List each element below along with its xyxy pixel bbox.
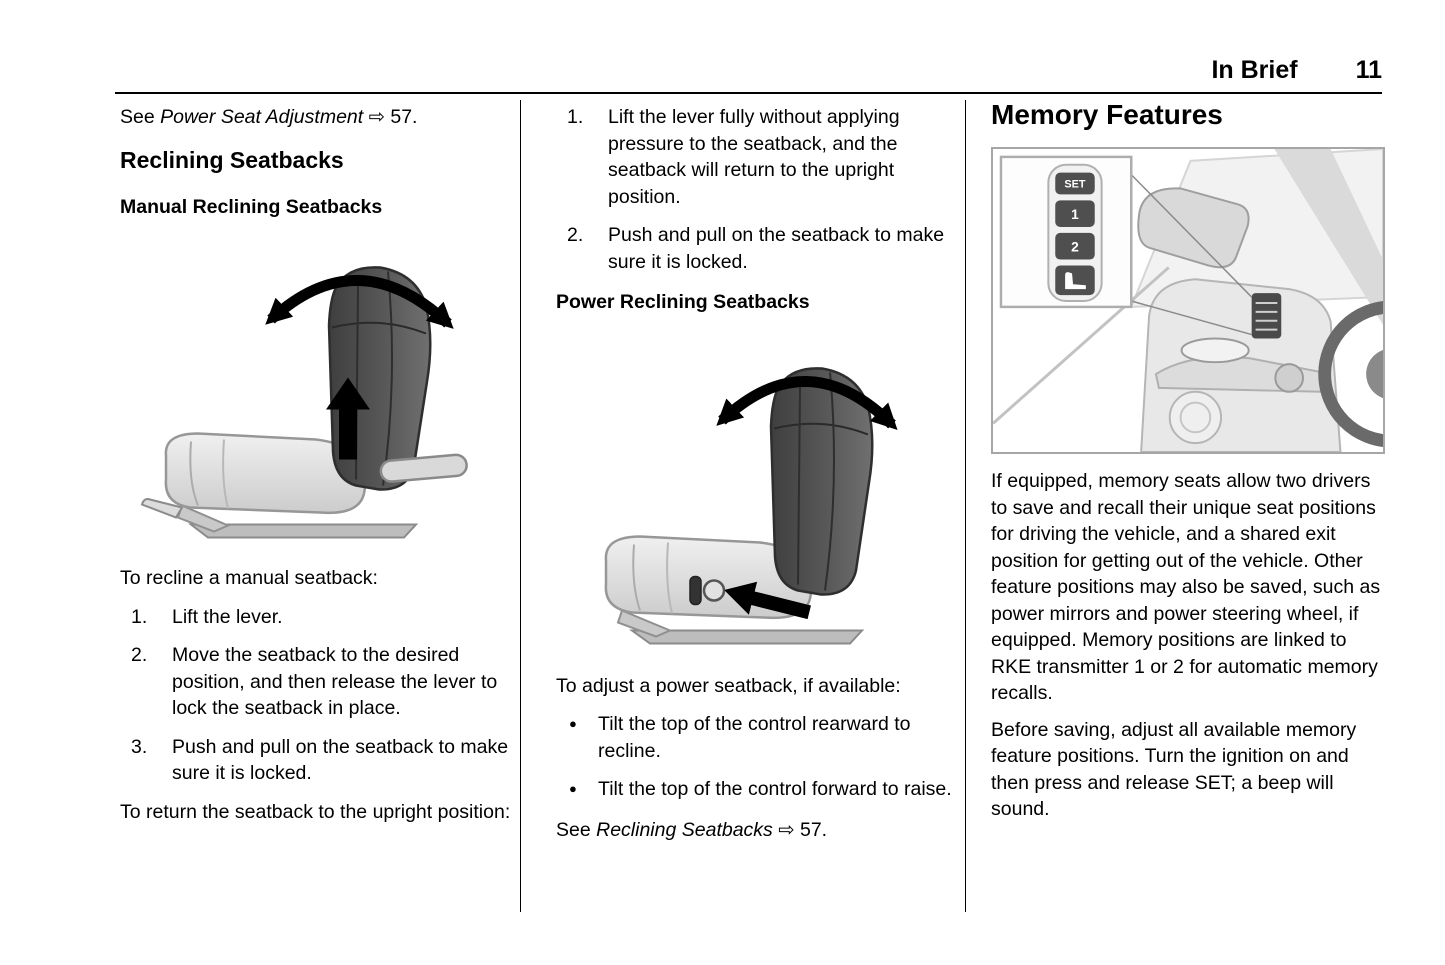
manual-recline-outro: To return the seatback to the upright po… <box>120 800 511 823</box>
seat-rail <box>628 629 865 645</box>
step-number: 3. <box>131 735 148 758</box>
memory-paragraph-2: Before saving, adjust all available memo… <box>991 718 1357 821</box>
subheading-power-reclining: Power Reclining Seatbacks <box>556 291 810 313</box>
seat-rail <box>188 523 419 538</box>
door-speaker <box>1168 390 1223 445</box>
step-number: 2. <box>567 224 584 246</box>
header-rule <box>115 92 1382 94</box>
manual-recline-intro: To recline a manual seatback: <box>120 567 378 589</box>
door-pull-cup <box>1274 363 1304 393</box>
lift-lever-arrow-icon <box>326 377 370 459</box>
step-item: 1. Lift the lever. <box>120 604 512 631</box>
power-seat-illustration <box>556 323 954 661</box>
memory-2-button <box>1055 232 1095 260</box>
ref-prefix: See <box>120 106 161 128</box>
cushion-seam <box>666 542 673 614</box>
power-seat-knob <box>702 579 726 602</box>
column-power-reclining: 1. Lift the lever fully without applying… <box>556 104 954 858</box>
column-manual-reclining: See Power Seat Adjustment ⇨ 57. Reclinin… <box>120 104 512 825</box>
manual-seat-diagram <box>140 265 468 538</box>
power-seat-control <box>689 575 702 606</box>
cushion-seam <box>222 438 229 509</box>
column-memory-features: Memory Features <box>991 99 1385 833</box>
step-text: Lift the lever fully without applying pr… <box>608 106 900 208</box>
bullet-item: Tilt the top of the control rearward to … <box>556 711 954 764</box>
memory-buttons-diagram: SET 1 2 <box>993 149 1383 452</box>
door-speaker-inner <box>1179 401 1212 434</box>
column-divider-left <box>520 100 521 912</box>
memory-buttons-illustration: SET 1 2 <box>991 147 1385 454</box>
steering-wheel-hub <box>1366 349 1383 399</box>
step-item: 3. Push and pull on the seatback to make… <box>120 734 512 787</box>
door-handle <box>1180 337 1250 364</box>
step-item: 2. Move the seatback to the desired posi… <box>120 642 512 722</box>
memory-1-button <box>1055 200 1095 227</box>
memory-paragraph-1: If equipped, memory seats allow two driv… <box>991 470 1381 704</box>
control-pointer-arrow-icon <box>724 581 811 620</box>
cushion-seam <box>632 544 641 611</box>
recline-motion-arrow-icon <box>265 274 454 329</box>
callout-line <box>1130 174 1253 298</box>
steering-wheel <box>1318 301 1383 448</box>
memory-2-button-label: 2 <box>1071 239 1079 255</box>
heading-memory-features: Memory Features <box>991 99 1223 130</box>
exit-position-button <box>1055 265 1095 296</box>
step-text: Push and pull on the seatback to make su… <box>172 735 509 785</box>
recline-motion-arrow-icon <box>716 376 898 430</box>
seat-adjust-bar <box>140 497 184 519</box>
manual-seat-illustration <box>120 228 512 554</box>
bullet-icon <box>569 711 598 764</box>
power-recline-intro: To adjust a power seatback, if available… <box>556 674 901 697</box>
section-title: In Brief <box>1211 56 1298 84</box>
ref-suffix: ⇨ 57. <box>772 818 828 841</box>
cushion-seam <box>189 440 199 506</box>
recline-lever <box>379 453 468 483</box>
manual-recline-steps: 1. Lift the lever. 2. Move the seatback … <box>120 604 512 787</box>
page-header: In Brief 11 <box>115 56 1382 84</box>
ref-link-power-seat-adjustment: Power Seat Adjustment <box>160 106 364 128</box>
callout-line <box>1131 300 1252 336</box>
step-text: Lift the lever. <box>172 605 283 628</box>
ref-prefix: See <box>556 818 597 841</box>
seat-glyph-icon <box>1065 272 1086 290</box>
seat-foot <box>616 609 673 638</box>
a-pillar <box>1274 149 1383 325</box>
heading-reclining-seatbacks: Reclining Seatbacks <box>120 146 344 173</box>
bullet-text: Tilt the top of the control forward to r… <box>598 778 952 800</box>
step-number: 2. <box>131 644 148 666</box>
column-divider-right <box>965 100 966 912</box>
bullet-icon <box>569 776 598 805</box>
ref-suffix: ⇨ 57. <box>363 106 418 128</box>
bullet-text: Tilt the top of the control rearward to … <box>598 713 911 762</box>
upright-steps: 1. Lift the lever fully without applying… <box>556 104 954 275</box>
page-number: 11 <box>1355 56 1382 84</box>
set-button-label: SET <box>1064 178 1085 190</box>
step-item: 1. Lift the lever fully without applying… <box>556 104 954 210</box>
step-text: Push and pull on the seatback to make su… <box>608 224 945 273</box>
power-recline-bullets: Tilt the top of the control rearward to … <box>556 711 954 805</box>
side-mirror <box>1137 187 1250 269</box>
cross-reference: See Reclining Seatbacks ⇨ 57. <box>556 817 954 844</box>
subheading-manual-reclining: Manual Reclining Seatbacks <box>120 195 383 218</box>
window-sill-line <box>993 266 1170 425</box>
ref-link-reclining-seatbacks: Reclining Seatbacks <box>596 818 773 841</box>
step-text: Move the seatback to the desired positio… <box>172 644 498 719</box>
step-number: 1. <box>131 605 148 628</box>
step-number: 1. <box>567 106 584 128</box>
cross-reference: See Power Seat Adjustment ⇨ 57. <box>120 104 512 131</box>
memory-switch-on-door <box>1251 293 1282 339</box>
power-seat-diagram <box>604 367 898 645</box>
bullet-item: Tilt the top of the control forward to r… <box>556 776 954 805</box>
step-item: 2. Push and pull on the seatback to make… <box>556 222 954 275</box>
memory-1-button-label: 1 <box>1071 206 1079 222</box>
set-button <box>1055 172 1095 195</box>
